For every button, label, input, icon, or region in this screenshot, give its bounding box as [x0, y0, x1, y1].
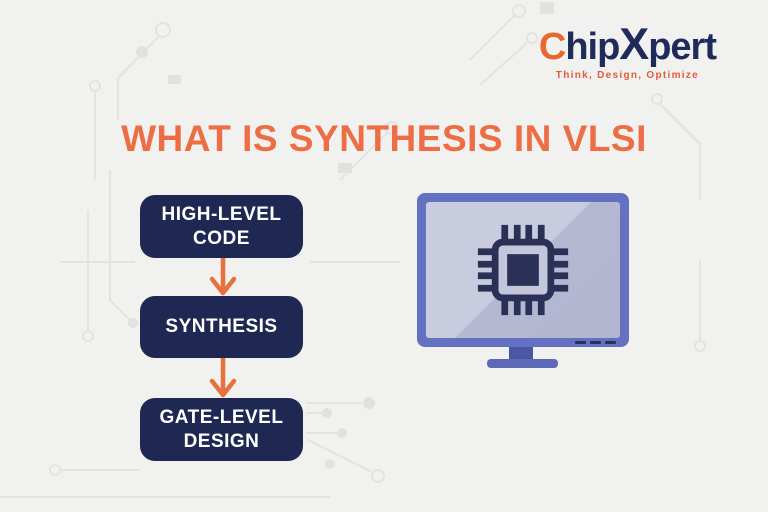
monitor-bezel-dashes — [575, 341, 616, 344]
flow-step-synthesis: SYNTHESIS — [140, 296, 303, 358]
bezel-dash — [605, 341, 616, 344]
chip-icon — [477, 224, 569, 316]
monitor-stand-neck — [509, 347, 533, 362]
brand-logo: ChipXpert Think, Design, Optimize — [538, 21, 717, 81]
logo-letter-x: X — [619, 18, 649, 69]
logo-letters-pert: pert — [648, 26, 717, 68]
flow-step-high-level-code: HIGH-LEVEL CODE — [140, 195, 303, 258]
monitor-stand-base — [487, 359, 558, 368]
flow-step-gate-level-design: GATE-LEVEL DESIGN — [140, 398, 303, 461]
logo-letters-hip: hip — [565, 26, 620, 68]
bezel-dash — [590, 341, 601, 344]
brand-tagline: Think, Design, Optimize — [555, 69, 700, 81]
page-title: WHAT IS SYNTHESIS IN VLSI — [121, 118, 647, 159]
monitor-screen — [426, 202, 620, 338]
monitor-illustration — [417, 193, 629, 347]
logo-letter-c: C — [538, 26, 566, 68]
down-arrow-icon — [209, 258, 237, 296]
bezel-dash — [575, 341, 586, 344]
down-arrow-icon — [209, 358, 237, 398]
brand-logo-text: ChipXpert — [538, 21, 717, 68]
